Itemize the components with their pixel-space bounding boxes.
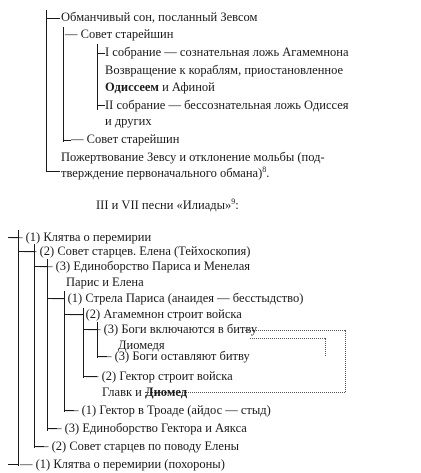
- dotted-guide: [250, 338, 325, 339]
- outline-line: Главк и Диомед: [102, 385, 187, 400]
- outline-line: — (2) Гектор строит войска: [86, 369, 233, 383]
- outline-bracket-l5: [83, 308, 84, 378]
- outline-line: II собрание — бессознательная ложь Одисс…: [105, 98, 349, 112]
- outline-connector: [34, 446, 44, 447]
- outline-line: — (1) Гектор в Троаде (айдос — стыд): [66, 403, 271, 417]
- footnote-ref: 9: [231, 196, 236, 206]
- outline-line: — (2) Совет старцев по поводу Елены: [36, 439, 240, 453]
- bold-name: Диомед: [145, 385, 188, 399]
- footnote-ref: 8: [262, 164, 267, 174]
- outline-line: I собрание — сознательная ложь Агамемнон…: [105, 45, 349, 59]
- outline-bracket-l2: [34, 244, 35, 448]
- outline-line: Возвращение к кораблям, приостановленное: [105, 63, 344, 77]
- outline-connector: [83, 376, 97, 377]
- dotted-guide: [245, 330, 345, 331]
- outline-connector: [63, 140, 71, 141]
- outline-line: Диомедя: [118, 338, 165, 352]
- outline-line: — (2) Агамемнон строит войска: [70, 307, 242, 321]
- outline-line: — (3) Единоборство Гектора и Аякса: [49, 421, 247, 435]
- outline-connector: [46, 171, 60, 172]
- outline-line: — (1) Клятва о перемирии: [10, 230, 152, 244]
- dotted-guide: [325, 338, 326, 356]
- outline-line: Пожертвование Зевсу и отклонение мольбы …: [61, 150, 325, 164]
- outline-line-rest: и Афиной: [158, 80, 215, 94]
- outline-connector: [97, 53, 105, 54]
- outline-bracket-l4: [64, 291, 65, 412]
- bold-name: Одиссеем: [105, 80, 159, 94]
- outline-line: — Совет старейшин: [71, 132, 180, 146]
- outline-line-end: .: [266, 166, 270, 180]
- outline-connector: [97, 105, 105, 106]
- outline-connector: [18, 251, 34, 252]
- outline-line-text: Главк и: [102, 385, 145, 399]
- outline-connector: [46, 18, 60, 19]
- outline-line: — (1) Стрела Париса (анаидея — бесстыдст…: [52, 291, 304, 305]
- outline-bracket-outer: [46, 10, 47, 172]
- outline-connector: [47, 298, 64, 299]
- outline-line: — Совет старейшин: [65, 27, 174, 41]
- outline-connector: [64, 410, 74, 411]
- outline-connector: [83, 329, 97, 330]
- outline-bracket-l3: [47, 259, 48, 431]
- heading-end: :: [235, 198, 239, 212]
- outline-bracket-inner: [63, 27, 64, 142]
- outline-line: — (2) Совет старцев. Елена (Тейхоскопия): [24, 244, 251, 258]
- outline-bracket-l6: [97, 322, 98, 358]
- outline-line: тверждение первоначального обмана)8.: [61, 164, 270, 181]
- outline-line: Парис и Елена: [66, 275, 144, 289]
- dotted-guide: [345, 330, 346, 392]
- outline-connector: [34, 266, 47, 267]
- outline-line: Обманчивый сон, посланный Зевсом: [61, 10, 258, 24]
- outline-line: — (3) Единоборство Париса и Менелая: [40, 259, 250, 273]
- heading-text: III и VII песни «Илиады»: [96, 198, 232, 212]
- outline-line: и других: [105, 114, 152, 128]
- outline-connector: [97, 356, 107, 357]
- outline-connector: [8, 237, 18, 238]
- outline-connector: [8, 464, 18, 465]
- outline-line: Одиссеем и Афиной: [105, 80, 215, 95]
- dotted-guide: [145, 392, 345, 393]
- outline-bracket-innermost: [97, 44, 98, 110]
- outline-connector: [47, 428, 57, 429]
- outline-bracket-l1: [18, 230, 19, 466]
- section-heading: III и VII песни «Илиады»9:: [96, 196, 239, 213]
- outline-line: — (1) Клятва о перемирии (похороны): [20, 457, 225, 471]
- outline-line-text: тверждение первоначального обмана): [61, 166, 263, 180]
- outline-line: — (3) Боги оставляют битву: [99, 349, 250, 363]
- outline-connector: [64, 314, 83, 315]
- outline-line: — (3) Боги включаются в битву: [88, 322, 258, 336]
